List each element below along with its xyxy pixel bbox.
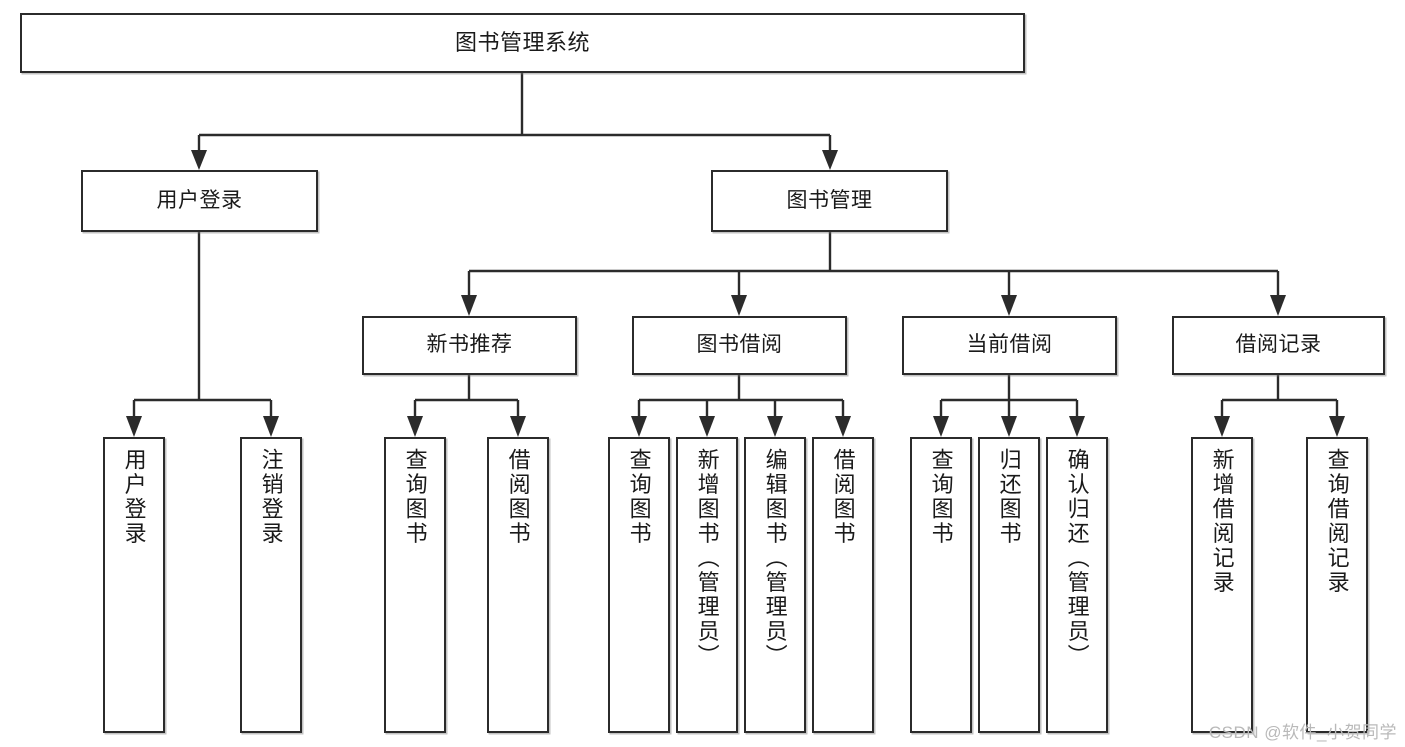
node-new-book-rec[interactable]: 新书推荐 xyxy=(362,316,577,375)
arrowhead-l-cur-query xyxy=(933,416,949,437)
arrowhead-l-borrow-edit xyxy=(767,416,783,437)
arrowhead-l-cur-return xyxy=(1001,416,1017,437)
leaf-record-search[interactable]: 查询借阅记录 xyxy=(1306,437,1368,733)
leaf-cur-return-label: 归还图书 xyxy=(996,448,1022,546)
arrowhead-l-borrow-query xyxy=(631,416,647,437)
leaf-borrow-borrow[interactable]: 借阅图书 xyxy=(812,437,874,733)
leaf-user-logout[interactable]: 注销登录 xyxy=(240,437,302,733)
node-new-book-rec-label: 新书推荐 xyxy=(426,333,513,357)
leaf-user-logout-label: 注销登录 xyxy=(258,448,284,546)
arrowhead-current-loan xyxy=(1001,295,1017,316)
arrowhead-book-borrow xyxy=(731,295,747,316)
node-user-login-label: 用户登录 xyxy=(156,188,243,212)
arrowhead-l-borrow-borrow xyxy=(835,416,851,437)
node-root[interactable]: 图书管理系统 xyxy=(20,13,1025,73)
leaf-borrow-add-label: 新增图书（管理员） xyxy=(694,448,720,669)
leaf-record-add-label: 新增借阅记录 xyxy=(1209,448,1235,595)
arrowhead-l-user-logout xyxy=(263,416,279,437)
watermark: CSDN @软件_小贺同学 xyxy=(1208,723,1397,742)
leaf-user-login-label: 用户登录 xyxy=(121,448,147,546)
arrowhead-l-cur-confirm xyxy=(1069,416,1085,437)
leaf-cur-query[interactable]: 查询图书 xyxy=(910,437,972,733)
leaf-borrow-edit[interactable]: 编辑图书（管理员） xyxy=(744,437,806,733)
leaf-rec-query[interactable]: 查询图书 xyxy=(384,437,446,733)
arrowhead-book-manage xyxy=(822,150,838,170)
leaf-record-search-label: 查询借阅记录 xyxy=(1324,448,1350,595)
arrowhead-loan-record xyxy=(1270,295,1286,316)
leaf-borrow-add[interactable]: 新增图书（管理员） xyxy=(676,437,738,733)
node-book-manage-label: 图书管理 xyxy=(786,188,873,212)
leaf-cur-confirm-label: 确认归还（管理员） xyxy=(1064,448,1090,669)
arrowhead-l-rec-query xyxy=(407,416,423,437)
node-loan-record[interactable]: 借阅记录 xyxy=(1172,316,1385,375)
leaf-cur-query-label: 查询图书 xyxy=(928,448,954,546)
leaf-user-login[interactable]: 用户登录 xyxy=(103,437,165,733)
node-loan-record-label: 借阅记录 xyxy=(1235,333,1322,357)
arrowhead-user-login xyxy=(191,150,207,170)
node-book-borrow[interactable]: 图书借阅 xyxy=(632,316,847,375)
arrowhead-l-rec-borrow xyxy=(510,416,526,437)
arrowhead-l-user-login xyxy=(126,416,142,437)
leaf-rec-borrow-label: 借阅图书 xyxy=(505,448,531,546)
node-book-manage[interactable]: 图书管理 xyxy=(711,170,948,232)
node-book-borrow-label: 图书借阅 xyxy=(696,333,783,357)
node-root-label: 图书管理系统 xyxy=(454,30,590,56)
node-current-loan-label: 当前借阅 xyxy=(966,333,1053,357)
leaf-record-add[interactable]: 新增借阅记录 xyxy=(1191,437,1253,733)
arrowhead-l-rec-search xyxy=(1329,416,1345,437)
arrowhead-new-book-rec xyxy=(461,295,477,316)
leaf-cur-return[interactable]: 归还图书 xyxy=(978,437,1040,733)
leaf-borrow-edit-label: 编辑图书（管理员） xyxy=(762,448,788,669)
arrowhead-l-borrow-add xyxy=(699,416,715,437)
leaf-rec-borrow[interactable]: 借阅图书 xyxy=(487,437,549,733)
node-user-login[interactable]: 用户登录 xyxy=(81,170,318,232)
leaf-rec-query-label: 查询图书 xyxy=(402,448,428,546)
leaf-borrow-borrow-label: 借阅图书 xyxy=(830,448,856,546)
arrowhead-l-rec-add xyxy=(1214,416,1230,437)
leaf-cur-confirm[interactable]: 确认归还（管理员） xyxy=(1046,437,1108,733)
node-current-loan[interactable]: 当前借阅 xyxy=(902,316,1117,375)
leaf-borrow-query[interactable]: 查询图书 xyxy=(608,437,670,733)
leaf-borrow-query-label: 查询图书 xyxy=(626,448,652,546)
